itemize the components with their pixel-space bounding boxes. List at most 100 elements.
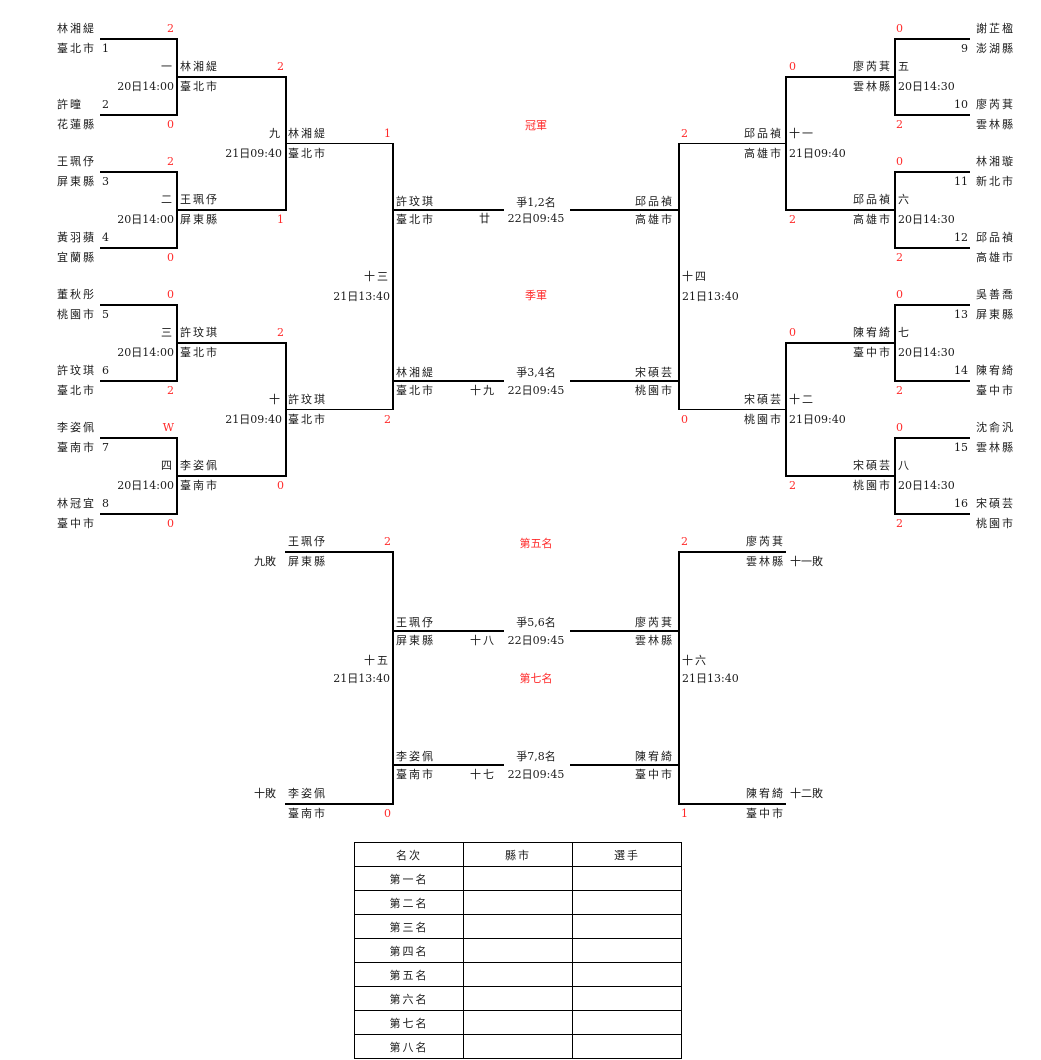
results-cell-city[interactable] bbox=[463, 1010, 573, 1035]
player-city: 屏東縣 bbox=[288, 555, 327, 568]
match-time: 21日09:40 bbox=[225, 412, 282, 426]
results-row: 第一名 bbox=[354, 866, 682, 891]
fifth-label: 爭5,6名 bbox=[516, 616, 556, 629]
results-cell-rank: 第一名 bbox=[354, 866, 464, 891]
player-city: 臺中市 bbox=[57, 517, 96, 530]
results-row: 第二名 bbox=[354, 890, 682, 915]
score: 0 bbox=[896, 288, 903, 301]
player-name: 陳宥綺 bbox=[853, 326, 892, 339]
bracket-line bbox=[100, 114, 177, 116]
match-number: 十 bbox=[269, 392, 282, 406]
player-city: 臺北市 bbox=[396, 213, 435, 226]
results-row: 第六名 bbox=[354, 986, 682, 1011]
match-number: 十九 bbox=[470, 384, 496, 397]
player-name: 許玟琪 bbox=[396, 195, 435, 208]
final-line bbox=[570, 209, 680, 211]
score: 2 bbox=[681, 535, 688, 548]
player-name: 許玟琪 bbox=[288, 392, 327, 406]
results-cell-player[interactable] bbox=[572, 866, 682, 891]
bracket-line bbox=[895, 38, 970, 40]
results-cell-rank: 第三名 bbox=[354, 914, 464, 939]
seed-number: 1 bbox=[102, 42, 109, 55]
third-place-line bbox=[570, 380, 680, 382]
results-cell-player[interactable] bbox=[572, 938, 682, 963]
player-name: 邱品禎 bbox=[853, 193, 892, 206]
results-cell-rank: 第五名 bbox=[354, 962, 464, 987]
bracket-line bbox=[895, 171, 970, 173]
score: 2 bbox=[277, 60, 284, 73]
results-cell-player[interactable] bbox=[572, 1010, 682, 1035]
score: 2 bbox=[789, 213, 796, 226]
player-name: 陳宥綺 bbox=[746, 787, 785, 800]
score: 2 bbox=[167, 155, 174, 168]
player-name: 林湘璇 bbox=[976, 155, 1015, 168]
player-name: 邱品禎 bbox=[976, 231, 1015, 244]
bracket-line bbox=[895, 304, 970, 306]
results-cell-player[interactable] bbox=[572, 890, 682, 915]
score: 0 bbox=[167, 517, 174, 530]
player-name: 李姿佩 bbox=[180, 459, 219, 472]
third-place-line bbox=[392, 380, 504, 382]
score: 2 bbox=[167, 22, 174, 35]
bracket-line bbox=[678, 803, 786, 805]
player-city: 高雄市 bbox=[976, 251, 1015, 264]
player-city: 桃園市 bbox=[57, 308, 96, 321]
header-player: 選手 bbox=[572, 842, 682, 867]
player-city: 臺南市 bbox=[180, 479, 219, 492]
bracket-line bbox=[285, 408, 393, 410]
bracket-line bbox=[895, 380, 970, 382]
match-time: 21日09:40 bbox=[225, 146, 282, 160]
score: 0 bbox=[896, 421, 903, 434]
results-cell-city[interactable] bbox=[463, 914, 573, 939]
score: 2 bbox=[896, 384, 903, 397]
score: 2 bbox=[384, 412, 391, 426]
seed-number: 16 bbox=[954, 497, 968, 510]
results-cell-player[interactable] bbox=[572, 914, 682, 939]
player-name: 李姿佩 bbox=[288, 787, 327, 800]
seed-number: 15 bbox=[954, 441, 968, 454]
score: 2 bbox=[681, 126, 688, 140]
results-cell-city[interactable] bbox=[463, 890, 573, 915]
player-city: 雲林縣 bbox=[746, 555, 785, 568]
results-cell-player[interactable] bbox=[572, 962, 682, 987]
bracket-line bbox=[285, 551, 393, 553]
final-line bbox=[392, 209, 504, 211]
match-time: 20日14:30 bbox=[898, 213, 955, 226]
match-number: 十八 bbox=[470, 634, 496, 647]
results-cell-city[interactable] bbox=[463, 866, 573, 891]
player-city: 桃園市 bbox=[976, 517, 1015, 530]
bracket-line bbox=[570, 764, 680, 766]
player-city: 宜蘭縣 bbox=[57, 251, 96, 264]
player-name: 許玟琪 bbox=[180, 326, 219, 339]
bracket-line bbox=[895, 437, 970, 439]
match-number: 八 bbox=[898, 459, 911, 472]
results-cell-city[interactable] bbox=[463, 986, 573, 1011]
score: W bbox=[162, 421, 174, 434]
player-city: 雲林縣 bbox=[635, 634, 674, 647]
score: 0 bbox=[789, 326, 796, 339]
seed-number: 8 bbox=[102, 497, 109, 510]
bracket-line bbox=[100, 304, 177, 306]
match-time: 20日14:00 bbox=[117, 213, 174, 226]
source-match: 九敗 bbox=[254, 555, 276, 568]
player-city: 雲林縣 bbox=[853, 80, 892, 93]
score: 0 bbox=[789, 60, 796, 73]
results-cell-city[interactable] bbox=[463, 938, 573, 963]
match-number: 十七 bbox=[470, 768, 496, 781]
player-name: 廖芮萁 bbox=[853, 60, 892, 73]
results-cell-player[interactable] bbox=[572, 986, 682, 1011]
third-place-title: 季軍 bbox=[525, 289, 547, 302]
results-cell-city[interactable] bbox=[463, 1034, 573, 1059]
match-time: 21日13:40 bbox=[682, 290, 739, 303]
player-city: 臺中市 bbox=[635, 768, 674, 781]
match-number: 一 bbox=[161, 60, 174, 73]
bracket-line bbox=[895, 247, 970, 249]
final-label: 爭1,2名 bbox=[516, 196, 556, 209]
player-city: 臺北市 bbox=[57, 42, 96, 55]
results-cell-player[interactable] bbox=[572, 1034, 682, 1059]
player-city: 臺北市 bbox=[180, 346, 219, 359]
bracket-line bbox=[100, 247, 177, 249]
results-cell-city[interactable] bbox=[463, 962, 573, 987]
bracket-line bbox=[895, 114, 970, 116]
match-time: 21日09:40 bbox=[789, 146, 846, 160]
